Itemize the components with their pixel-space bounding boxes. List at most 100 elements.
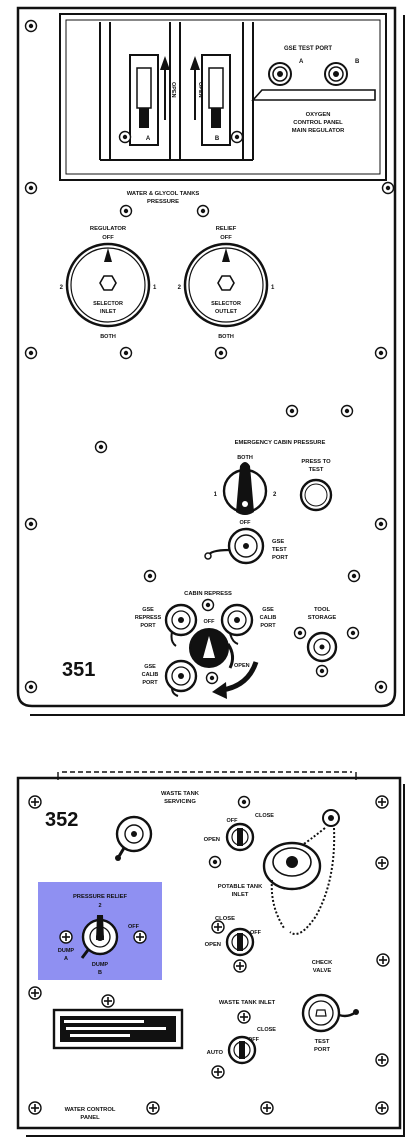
port-cap-with-chain: [262, 809, 340, 935]
relief-pos-2: 2: [178, 285, 182, 291]
oxygen-title-3: MAIN REGULATOR: [292, 128, 345, 134]
gse-test-port-top-label: GSE TEST PORT: [284, 46, 332, 52]
valve-a-open-label: OPEN: [170, 82, 176, 98]
pti-close: CLOSE: [215, 916, 235, 922]
repress-off: OFF: [204, 619, 216, 625]
gse-repress-port-3: PORT: [140, 623, 156, 629]
waste-tank-inlet-label: WASTE TANK INLET: [219, 1000, 276, 1006]
ecp-off: OFF: [240, 520, 252, 526]
relief-pos-1: 1: [271, 285, 275, 291]
ecp-pos-2: 2: [273, 492, 277, 498]
press-to-test-1: PRESS TO: [301, 459, 331, 465]
regulator-selector-knob[interactable]: [65, 242, 151, 328]
port-a-label: A: [299, 59, 304, 65]
check-valve-2: VALVE: [313, 968, 332, 974]
gse-test-port-3: PORT: [272, 555, 289, 561]
valve-b[interactable]: [190, 54, 231, 146]
cabin-repress-label: CABIN REPRESS: [184, 591, 232, 597]
regulator-selector-2: INLET: [100, 309, 117, 315]
ecp-both: BOTH: [237, 455, 253, 461]
wti-auto: AUTO: [207, 1050, 224, 1056]
waste-tank-inlet-knob[interactable]: [227, 1035, 257, 1065]
regulator-both: BOTH: [100, 334, 116, 340]
gse-test-port[interactable]: [204, 527, 265, 565]
potable-tank-inlet-1: POTABLE TANK: [218, 884, 263, 890]
storage-slot: [52, 1008, 184, 1050]
water-glycol-title-1: WATER & GLYCOL TANKS: [127, 191, 200, 197]
gse-port-a[interactable]: [268, 62, 292, 86]
pr-dump-b-2: B: [98, 970, 102, 976]
wts-open: OPEN: [204, 837, 220, 843]
pr-off: OFF: [128, 924, 140, 930]
valve-b-label: B: [215, 136, 220, 142]
wti-close: CLOSE: [257, 1027, 276, 1033]
port-b-label: B: [355, 59, 360, 65]
relief-selector-knob[interactable]: [183, 242, 269, 328]
gse-test-port-1: GSE: [272, 539, 284, 545]
regulator-pos-2: 2: [60, 285, 64, 291]
relief-selector-2: OUTLET: [215, 309, 238, 315]
wts-close: CLOSE: [255, 813, 274, 819]
potable-tank-inlet-knob[interactable]: [225, 927, 255, 957]
pr-dump-a-2: A: [64, 956, 68, 962]
pti-open: OPEN: [205, 942, 221, 948]
gse-calib-port-left-valve[interactable]: [164, 659, 198, 697]
emergency-cabin-pressure-knob[interactable]: [222, 462, 268, 515]
repress-open: OPEN: [234, 663, 250, 669]
tool-storage-1: TOOL: [314, 607, 330, 613]
panel-352: 352 WASTE TANK SERVICING CLOSE OFF OPEN: [16, 771, 405, 1137]
panel-351-number: 351: [62, 659, 95, 681]
potable-tank-inlet-2: INLET: [232, 892, 249, 898]
gse-test-port-2: TEST: [272, 547, 287, 553]
emergency-cabin-pressure-label: EMERGENCY CABIN PRESSURE: [235, 440, 326, 446]
water-control-panel-2: PANEL: [80, 1115, 100, 1121]
regulator-pos-1: 1: [153, 285, 157, 291]
gse-calib-port-right-valve[interactable]: [220, 603, 254, 645]
gse-calib-right-1: GSE: [262, 607, 274, 613]
gse-calib-right-3: PORT: [260, 623, 276, 629]
ecp-pos-1: 1: [214, 492, 218, 498]
gse-calib-left-1: GSE: [144, 664, 156, 670]
relief-title: RELIEF: [216, 226, 237, 232]
relief-off: OFF: [220, 235, 232, 241]
test-port-1: TEST: [315, 1039, 330, 1045]
glycol-pipes: [99, 22, 254, 161]
gse-repress-port-1: GSE: [142, 607, 154, 613]
gse-repress-port-2: REPRESS: [135, 615, 162, 621]
waste-tank-servicing-2: SERVICING: [164, 799, 196, 805]
water-glycol-title-2: PRESSURE: [147, 199, 179, 205]
gse-port-b[interactable]: [324, 62, 348, 86]
relief-both: BOTH: [218, 334, 234, 340]
pti-off: OFF: [250, 930, 262, 936]
pr-2: 2: [98, 903, 101, 909]
oxygen-title-2: CONTROL PANEL: [293, 120, 343, 126]
tool-storage-2: STORAGE: [308, 615, 337, 621]
waste-tank-servicing-port[interactable]: [115, 815, 153, 861]
regulator-off: OFF: [102, 235, 114, 241]
waste-tank-servicing-knob[interactable]: [225, 822, 255, 852]
gse-repress-port-valve[interactable]: [164, 603, 198, 647]
relief-selector-1: SELECTOR: [211, 301, 241, 307]
tool-storage-receptacle[interactable]: [306, 631, 338, 663]
cabin-repress-knob[interactable]: [189, 628, 235, 669]
check-valve-test-port[interactable]: [301, 993, 359, 1033]
press-to-test-button[interactable]: [299, 478, 333, 512]
panel-351: A OPEN B OPEN GSE TEST PORT A B OXYGEN C…: [16, 6, 405, 716]
pressure-relief-knob[interactable]: [80, 915, 119, 959]
gse-calib-left-2: CALIB: [142, 672, 159, 678]
press-to-test-2: TEST: [309, 467, 324, 473]
test-port-2: PORT: [314, 1047, 331, 1053]
pressure-relief-label: PRESSURE RELIEF: [73, 894, 128, 900]
check-valve-1: CHECK: [312, 960, 333, 966]
water-control-panel-1: WATER CONTROL: [65, 1107, 116, 1113]
oxygen-title-1: OXYGEN: [306, 112, 331, 118]
wts-off: OFF: [227, 818, 239, 824]
pr-dump-b-1: DUMP: [92, 962, 109, 968]
regulator-title: REGULATOR: [90, 226, 127, 232]
gse-calib-left-3: PORT: [142, 680, 158, 686]
valve-b-open-label: OPEN: [197, 82, 203, 98]
pr-dump-a-1: DUMP: [58, 948, 75, 954]
gse-calib-right-2: CALIB: [260, 615, 277, 621]
valve-a[interactable]: [129, 54, 170, 146]
